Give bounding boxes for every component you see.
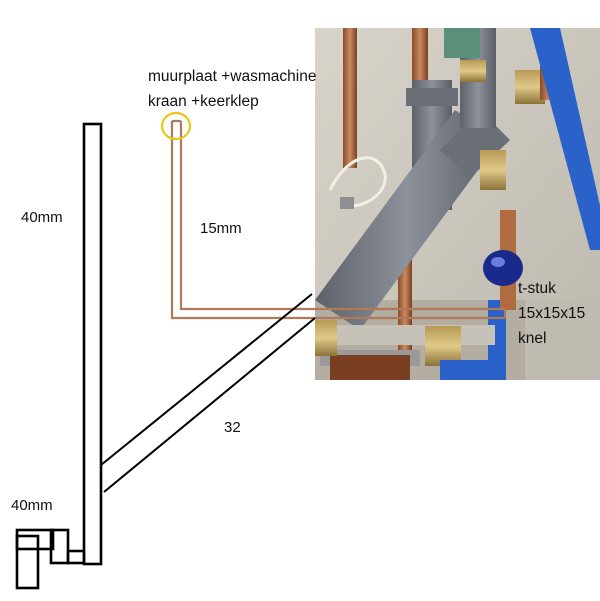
tee-label-line1: t-stuk <box>518 280 556 297</box>
copper-supply-pipe <box>170 119 507 320</box>
branch-size-label: 32 <box>224 419 241 436</box>
circle-highlight-icon <box>160 111 192 141</box>
tee-label-line2: 15x15x15 <box>518 305 585 322</box>
main-drain-pipe <box>82 122 103 566</box>
branch-drain-pipe <box>100 293 316 493</box>
main-drain-size-label: 40mm <box>21 209 63 226</box>
bottom-trap-fitting <box>15 528 86 590</box>
wall-plate-label-line1: muurplaat +wasmachine <box>148 68 316 85</box>
copper-size-label: 15mm <box>200 220 242 237</box>
bottom-drain-size-label: 40mm <box>11 497 53 514</box>
pipe-installation-photo <box>315 28 600 380</box>
tee-label-line3: knel <box>518 330 546 347</box>
wall-plate-label-line2: kraan +keerklep <box>148 93 259 110</box>
